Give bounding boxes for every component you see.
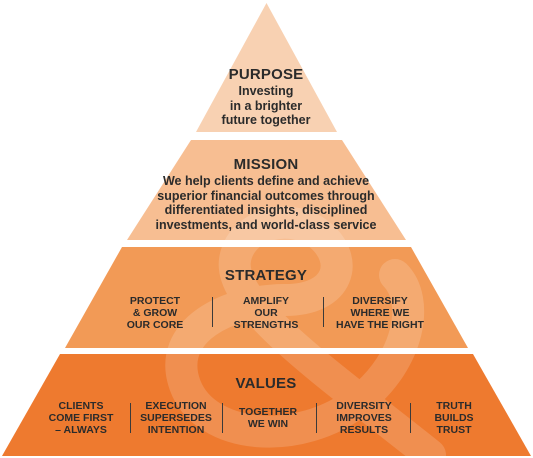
mission-title: MISSION	[233, 156, 299, 173]
strategy-item: AMPLIFY OUR STRENGTHS	[233, 295, 299, 331]
tier-mission-shape	[127, 140, 406, 240]
purpose-text: Investing in a brighter future together	[221, 84, 311, 127]
values-item: TRUTH BUILDS TRUST	[434, 400, 474, 436]
strategy-title: STRATEGY	[224, 267, 308, 284]
values-divider	[222, 403, 223, 433]
mission-text: We help clients define and achieve super…	[155, 174, 377, 232]
values-title: VALUES	[235, 375, 297, 392]
values-item: CLIENTS COME FIRST – ALWAYS	[48, 400, 114, 436]
tier-purpose-shape	[196, 3, 337, 132]
tier-values-shape	[2, 354, 531, 456]
ampersand-watermark	[165, 206, 446, 456]
values-divider	[410, 403, 411, 433]
values-divider	[130, 403, 131, 433]
values-item: EXECUTION SUPERSEDES INTENTION	[140, 400, 212, 436]
strategy-item: PROTECT & GROW OUR CORE	[126, 295, 184, 331]
values-item: TOGETHER WE WIN	[238, 406, 298, 430]
strategy-divider	[212, 297, 213, 327]
values-item: DIVERSITY IMPROVES RESULTS	[336, 400, 392, 436]
tier-strategy-shape	[65, 247, 468, 348]
values-divider	[316, 403, 317, 433]
strategy-item: DIVERSIFY WHERE WE HAVE THE RIGHT	[336, 295, 424, 331]
purpose-title: PURPOSE	[228, 66, 304, 83]
strategy-divider	[323, 297, 324, 327]
